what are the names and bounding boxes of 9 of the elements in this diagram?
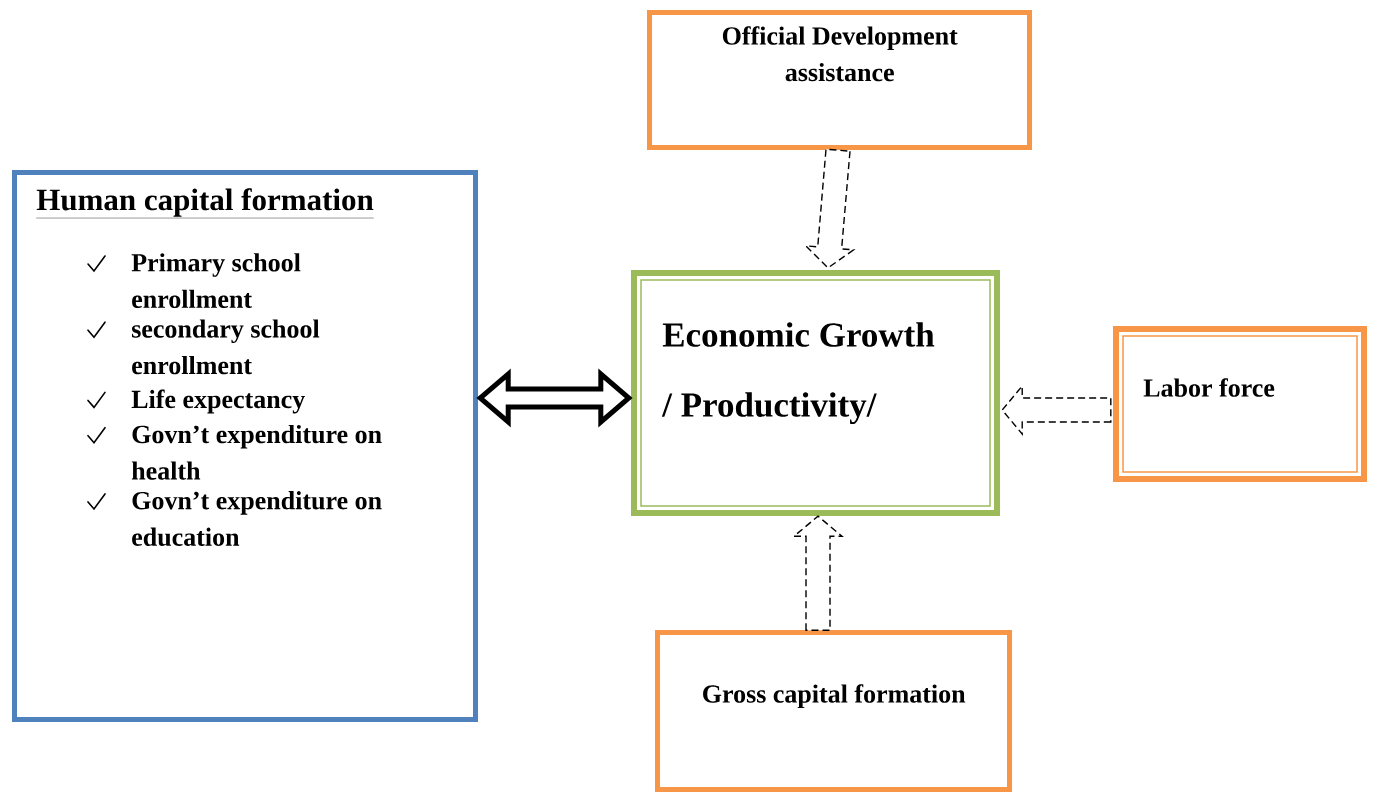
block-arrow <box>803 148 856 269</box>
block-arrow <box>476 368 633 428</box>
block-arrow <box>792 515 844 631</box>
labor-force-box: Labor force <box>1113 326 1367 482</box>
official-assistance-box: Official Development assistance <box>647 10 1032 150</box>
block-arrow <box>1001 384 1112 436</box>
gross-capital-box: Gross capital formation <box>655 630 1012 792</box>
human-capital-box: Human capital formation Primary school enrollment secondary school enrollment Life expectancy Govn’t expenditure on health Govn’t expenditure on education <box>12 170 478 722</box>
economic-growth-box: Economic Growth / Productivity/ <box>631 270 1000 516</box>
